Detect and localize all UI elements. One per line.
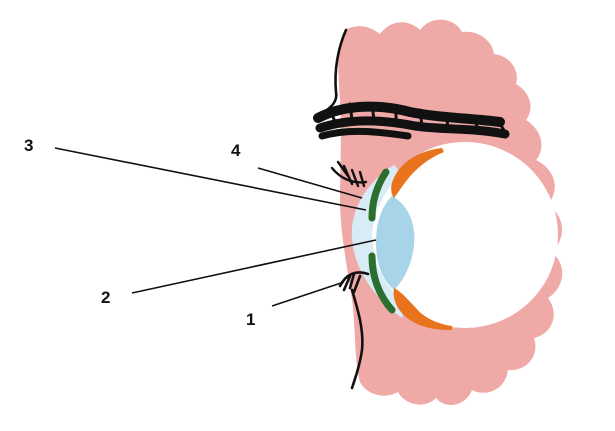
- callout-label-4: 4: [231, 141, 241, 160]
- lower-eyelid-outline: [350, 288, 364, 390]
- iris-upper: [368, 168, 390, 222]
- iris-lower: [368, 252, 396, 314]
- callout-label-1: 1: [246, 310, 255, 329]
- lens: [376, 196, 415, 290]
- leader-line-1: [271, 281, 345, 307]
- leader-line-2: [131, 239, 377, 294]
- callout-label-2: 2: [101, 288, 110, 307]
- upper-eyelashes: [313, 101, 510, 140]
- leader-line-3: [54, 147, 367, 211]
- ciliary-body-upper: [391, 148, 444, 198]
- leader-line-4: [257, 167, 363, 199]
- callout-label-3: 3: [24, 136, 33, 155]
- cornea: [351, 165, 406, 318]
- ciliary-body-lower: [393, 288, 452, 330]
- eyeball: [372, 142, 558, 328]
- upper-eyelid-outline: [322, 28, 348, 114]
- upper-front-lashes: [330, 160, 368, 188]
